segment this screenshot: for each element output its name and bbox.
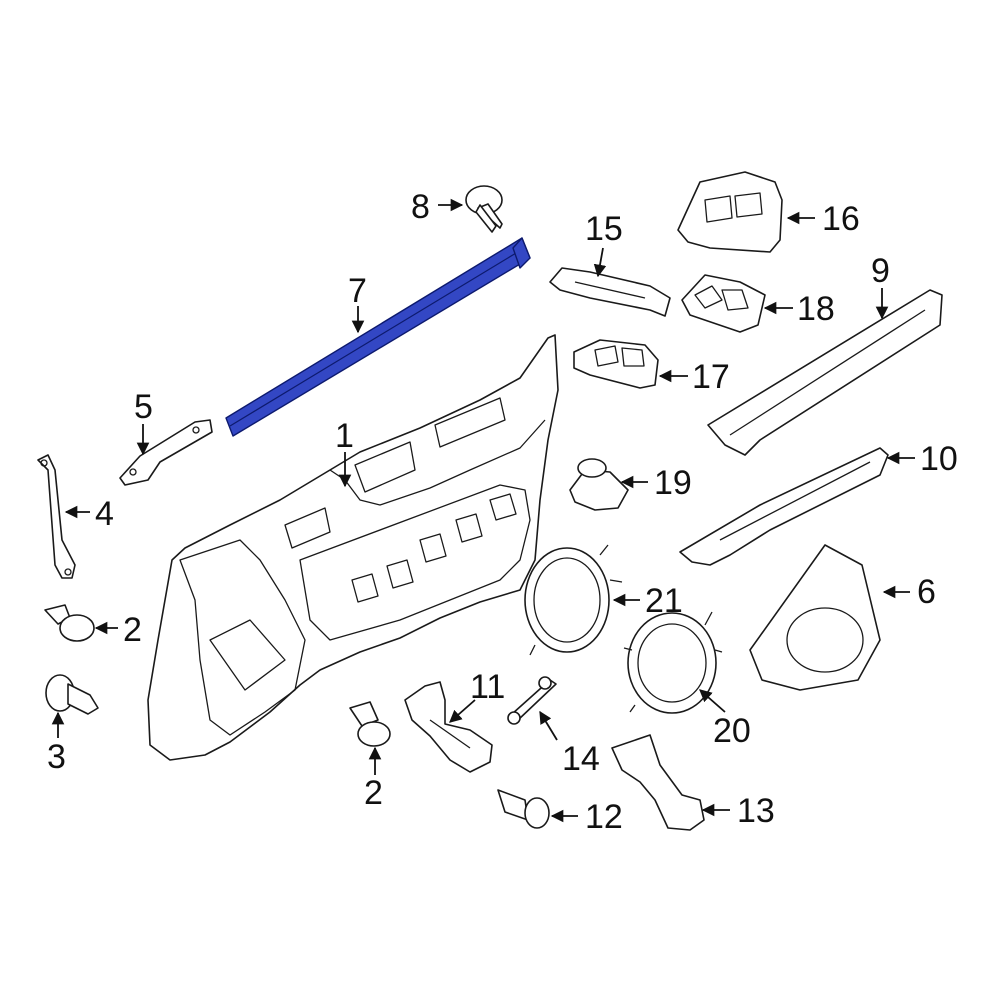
callout-14: 14 [562, 740, 600, 778]
callout-15: 15 [585, 210, 623, 248]
callout-21: 21 [645, 582, 683, 620]
belt-weatherstrip[interactable] [225, 237, 531, 437]
callout-11: 11 [470, 668, 505, 706]
bracket-part-11[interactable] [404, 681, 493, 773]
callout-1: 1 [335, 417, 354, 455]
window-switch-part-18[interactable] [681, 274, 766, 333]
callout-20: 20 [713, 712, 751, 750]
leader-lines [51, 198, 915, 823]
callout-2-bottom: 2 [364, 774, 383, 812]
speaker-part-20[interactable] [623, 611, 723, 714]
window-switch-part-17[interactable] [573, 339, 659, 389]
clip-part-2-left[interactable] [44, 604, 95, 642]
clip-part-2-bottom[interactable] [349, 701, 391, 747]
callout-13: 13 [737, 792, 775, 830]
door-trim-panel[interactable] [147, 334, 559, 761]
callout-16: 16 [822, 200, 860, 238]
callout-5: 5 [134, 388, 153, 426]
callout-2-left: 2 [123, 611, 142, 649]
callout-4: 4 [95, 495, 114, 533]
callout-3: 3 [47, 738, 66, 776]
clip-part-8[interactable] [465, 185, 503, 233]
mirror-switch-part-19[interactable] [569, 458, 629, 511]
speaker-grille-part-6[interactable] [749, 544, 881, 691]
callout-8: 8 [411, 188, 430, 226]
callout-12: 12 [585, 798, 623, 836]
screw-part-12[interactable] [497, 789, 550, 829]
callout-6: 6 [917, 573, 936, 611]
callout-7: 7 [348, 272, 367, 310]
armrest-trim-part-10[interactable] [679, 447, 889, 566]
callout-18: 18 [797, 290, 835, 328]
switch-panel-part-16[interactable] [677, 171, 783, 253]
callout-9: 9 [871, 252, 890, 290]
callout-labels: 1 2 2 3 4 5 6 7 8 9 10 11 12 13 14 15 16… [47, 188, 958, 836]
push-retainer-part-3[interactable] [45, 674, 99, 715]
handle-part-14[interactable] [507, 676, 557, 725]
bracket-part-13[interactable] [611, 734, 705, 831]
callout-19: 19 [654, 464, 692, 502]
speaker-part-21[interactable] [524, 544, 623, 656]
bracket-part-5[interactable] [119, 419, 213, 486]
callout-10: 10 [920, 440, 958, 478]
callout-17: 17 [692, 358, 730, 396]
bracket-part-4[interactable] [37, 454, 76, 579]
trim-strip-part-9[interactable] [707, 289, 943, 456]
switch-bezel-part-15[interactable] [549, 267, 671, 317]
